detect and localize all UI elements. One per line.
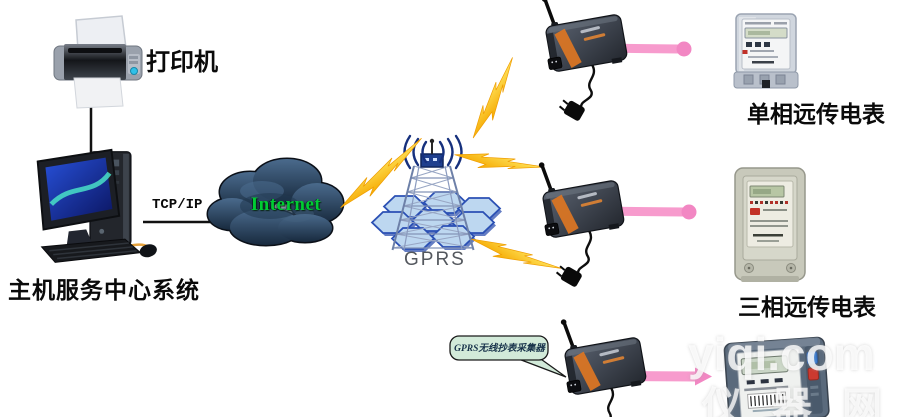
three-phase-meter-label: 三相远传电表 (738, 294, 876, 320)
callout-bubble (449, 335, 567, 378)
lightning-bolt-tower-dtu1 (455, 57, 533, 141)
gprs-label: GPRS (404, 249, 466, 270)
internet-cloud-icon (206, 157, 345, 247)
link-arrowhead (695, 367, 712, 386)
tcpip-label: TCP/IP (152, 197, 203, 213)
single-phase-meter-icon (733, 13, 799, 89)
gprs-tower-icon (391, 134, 475, 251)
internet-label: Internet (250, 194, 322, 215)
handheld-meter-icon (723, 336, 830, 417)
printer-label: 打印机 (146, 49, 218, 76)
host-computer-icon (36, 148, 157, 263)
gprs-dtu-modem-1 (535, 0, 630, 127)
collector-callout-label: GPRS无线抄表采集器 (454, 344, 545, 354)
three-phase-meter-icon (734, 167, 806, 282)
printer-icon (53, 15, 143, 109)
single-phase-meter-label: 单相远传电表 (747, 101, 885, 127)
gprs-dtu-modem-collector (554, 305, 649, 417)
host-system-label: 主机服务中心系统 (8, 277, 200, 303)
gprs-dtu-modem-2 (532, 148, 627, 293)
lightning-bolt-tower-dtu2 (452, 133, 545, 192)
